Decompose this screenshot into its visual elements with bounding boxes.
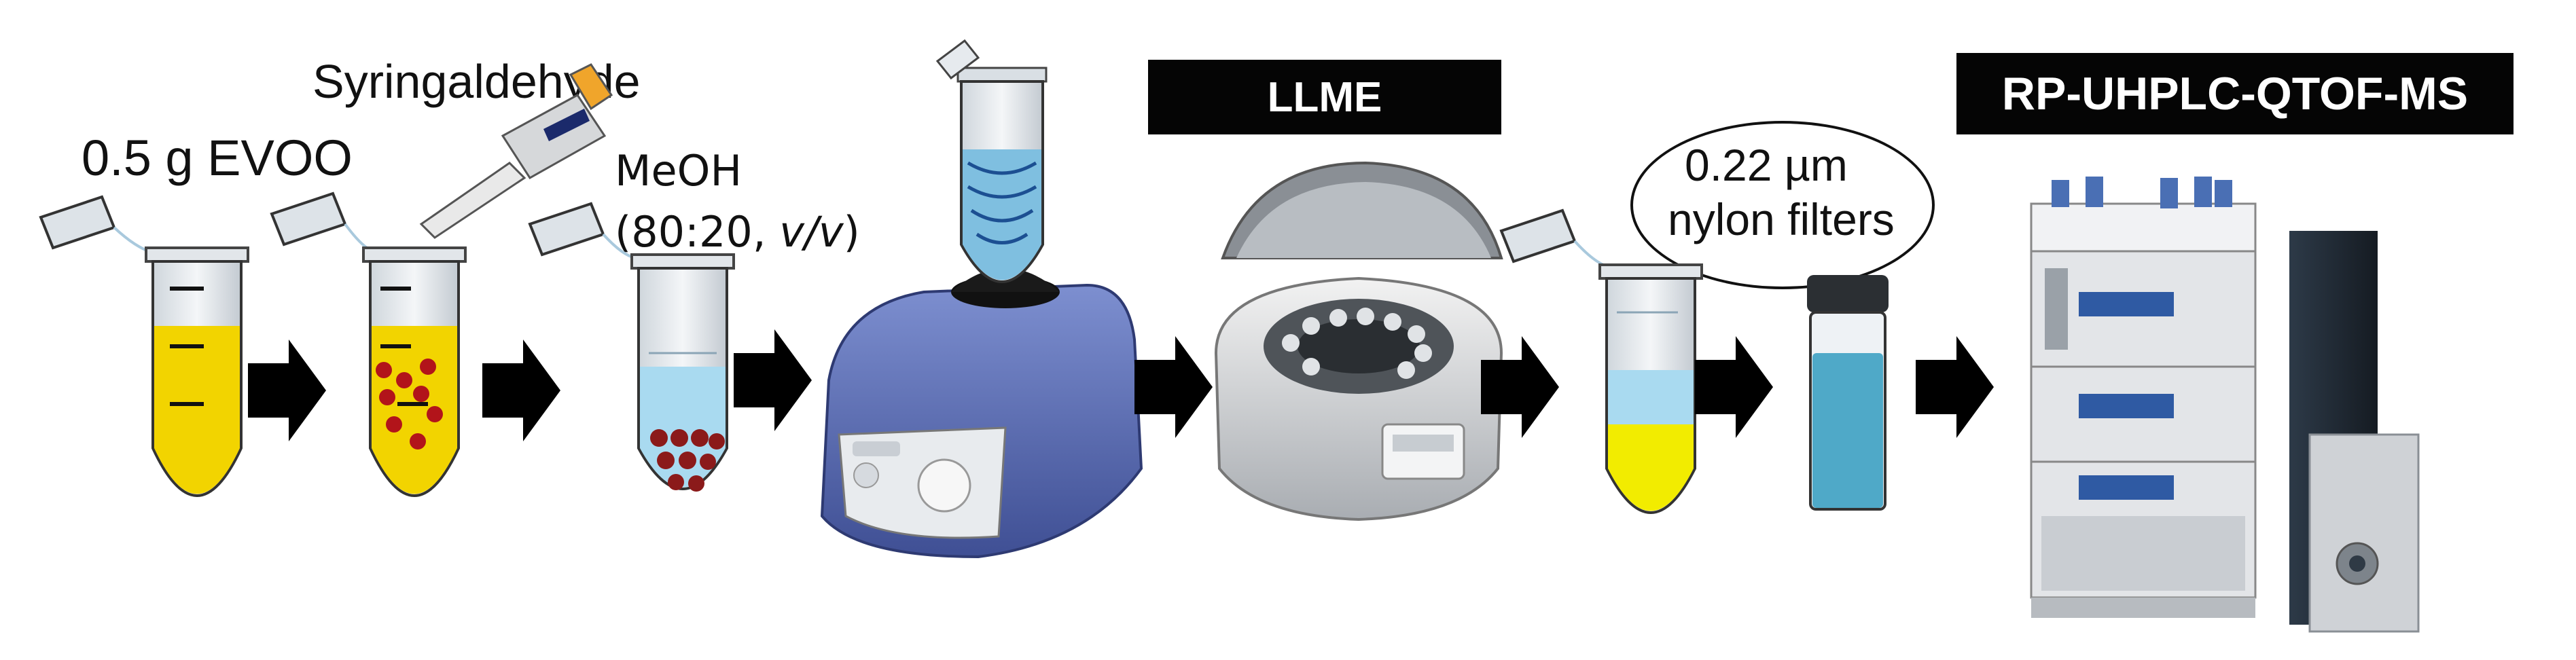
filter-label-line2: nylon filters bbox=[1668, 194, 1895, 244]
solvent-label-line1: MeOH bbox=[615, 146, 743, 196]
tube-icon bbox=[1499, 208, 1703, 514]
evoo-label: 0.5 g EVOO bbox=[82, 130, 353, 186]
arrow-right-icon bbox=[1695, 336, 1773, 438]
tube-icon bbox=[39, 195, 249, 497]
llme-header: LLME bbox=[1148, 60, 1501, 134]
vortex-mixer-icon bbox=[820, 39, 1143, 559]
uhplc-header: RP-UHPLC-QTOF-MS bbox=[1956, 53, 2514, 134]
tube-icon bbox=[528, 202, 735, 492]
centrifuge-icon bbox=[1214, 161, 1503, 521]
tube-icon bbox=[270, 191, 467, 497]
vortex-tube-icon bbox=[935, 39, 1048, 283]
arrow-right-icon bbox=[1916, 336, 1994, 438]
mass-spectrometer-icon bbox=[2289, 231, 2420, 633]
vial-icon bbox=[1807, 275, 1889, 511]
arrow-right-icon bbox=[1481, 336, 1559, 438]
arrow-right-icon bbox=[248, 340, 326, 441]
arrow-right-icon bbox=[1134, 336, 1213, 438]
pipette-icon bbox=[419, 63, 613, 239]
solvent-label-line2: (80:20, v/v) bbox=[615, 207, 860, 257]
uhplc-instrument-icon bbox=[2030, 177, 2257, 618]
filter-label-line1: 0.22 µm bbox=[1685, 140, 1848, 190]
filter-bubble bbox=[1630, 121, 1935, 289]
arrow-right-icon bbox=[734, 329, 812, 431]
arrow-right-icon bbox=[482, 340, 560, 441]
